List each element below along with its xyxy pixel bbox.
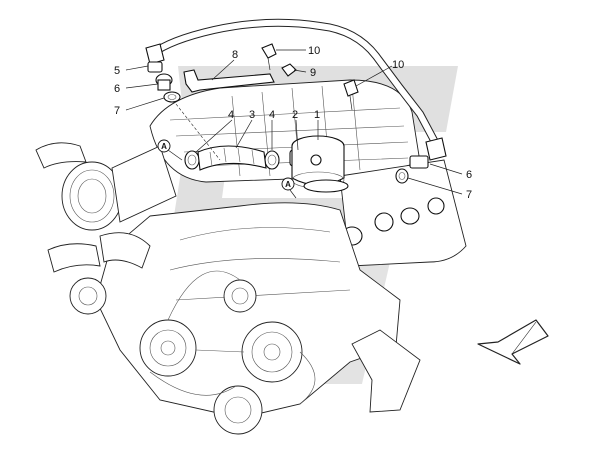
callout-4-left: 4: [228, 109, 234, 121]
arrow-down-left-icon: [477, 319, 549, 365]
marker-a-left: A: [157, 139, 183, 161]
alignment-dashed-line: [175, 103, 221, 161]
callout-10-right: 10: [392, 59, 404, 71]
callout-6-left: 6: [114, 83, 120, 95]
fitting-part-6-left: [155, 73, 173, 91]
fitting-part-6-right: [409, 137, 447, 169]
connecting-hose-part-3: [197, 145, 267, 171]
svg-text:A: A: [161, 142, 167, 151]
callout-3: 3: [249, 109, 255, 121]
leader-lines: [125, 49, 463, 195]
bracket-part-8: [183, 69, 275, 93]
clip-part-10-top: [261, 43, 277, 71]
callout-4-right: 4: [269, 109, 275, 121]
callout-7-left: 7: [114, 105, 120, 117]
callout-2: 2: [292, 109, 298, 121]
clip-part-10-right: [343, 79, 359, 111]
svg-text:A: A: [285, 180, 291, 189]
engine-block: [35, 79, 467, 435]
marker-a-center: A: [281, 177, 297, 199]
callout-10-top: 10: [308, 45, 320, 57]
callout-9: 9: [310, 67, 316, 79]
callout-7-right: 7: [466, 189, 472, 201]
breather-hose: [148, 18, 440, 148]
hose-clamp-part-4-left: [184, 150, 200, 170]
o-ring-part-7-left: [163, 91, 181, 103]
callout-1: 1: [314, 109, 320, 121]
oil-separator-part-1: [291, 135, 349, 193]
hose-clamp-part-4-right: [264, 150, 280, 170]
o-ring-part-7-right: [395, 168, 409, 184]
callout-8: 8: [232, 49, 238, 61]
hose-elbow-part-5: [145, 43, 165, 73]
callout-6-right: 6: [466, 169, 472, 181]
callout-5: 5: [114, 65, 120, 77]
